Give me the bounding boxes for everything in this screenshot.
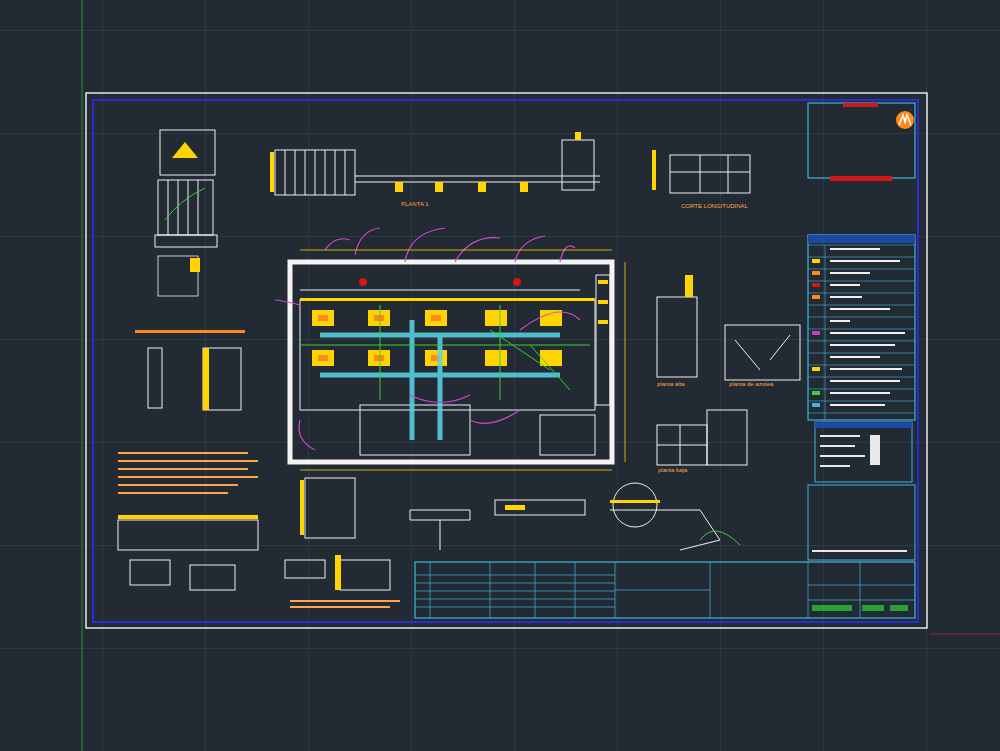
view-title: planta alta [656, 381, 686, 388]
view-title: CORTE LONGITUDINAL [680, 203, 749, 210]
view-title: PLANTA 1 [400, 201, 430, 208]
view-title: planta de azotea [728, 381, 774, 388]
view-title: planta baja [657, 467, 688, 474]
